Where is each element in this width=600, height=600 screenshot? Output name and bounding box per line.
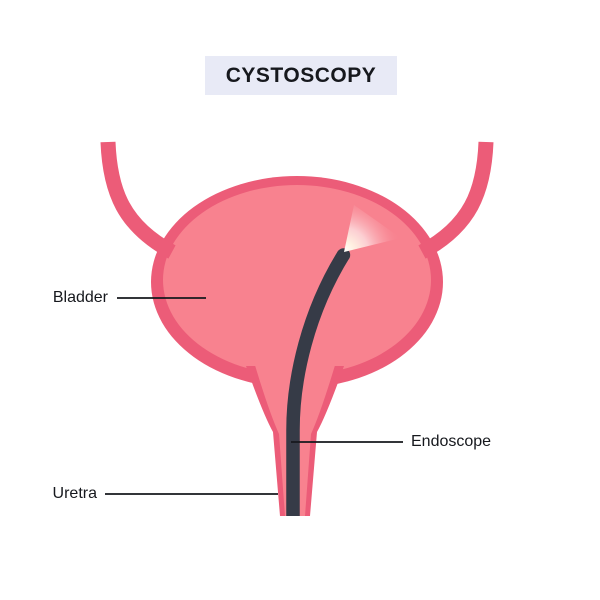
title-box: CYSTOSCOPY	[205, 56, 397, 95]
bladder-label: Bladder	[52, 289, 108, 306]
endoscope-tip	[336, 248, 351, 262]
page-title: CYSTOSCOPY	[225, 63, 377, 87]
urethra-label: Uretra	[52, 485, 97, 502]
bladder-inner-cavity	[163, 185, 431, 375]
left-ureter	[100, 141, 176, 259]
light-beam	[344, 205, 401, 252]
endoscope-shaft	[286, 250, 350, 516]
endoscope-label: Endoscope	[411, 433, 492, 450]
right-ureter	[418, 141, 494, 259]
